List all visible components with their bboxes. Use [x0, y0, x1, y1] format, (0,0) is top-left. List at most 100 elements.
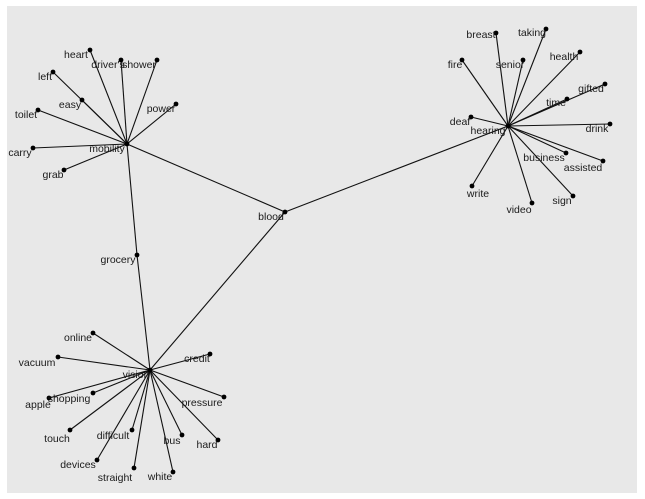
- node-drivers: [118, 57, 124, 63]
- node-label-heart: heart: [64, 49, 88, 61]
- node-label-straight: straight: [98, 472, 133, 484]
- node-health: [577, 49, 583, 55]
- node-vacuum: [55, 354, 61, 360]
- node-white: [170, 469, 176, 475]
- node-senior: [520, 57, 526, 63]
- edge-vision-white: [149, 369, 174, 473]
- node-label-taking: taking: [518, 27, 546, 39]
- node-label-vision: vision: [123, 369, 150, 381]
- node-label-hard: hard: [196, 439, 217, 451]
- node-label-white: white: [147, 471, 173, 483]
- edge-vision-straight: [133, 369, 151, 469]
- node-power: [173, 101, 179, 107]
- node-label-carry: carry: [8, 147, 32, 159]
- node-pressure: [221, 394, 227, 400]
- node-label-easy: easy: [59, 99, 82, 111]
- node-label-business: business: [523, 152, 564, 164]
- node-blood: [282, 209, 288, 215]
- node-label-online: online: [64, 332, 92, 344]
- node-label-gifted: gifted: [578, 83, 604, 95]
- node-heart: [87, 47, 93, 53]
- node-label-devices: devices: [60, 459, 96, 471]
- node-label-breast: breast: [466, 29, 495, 41]
- node-label-bus: bus: [164, 435, 181, 447]
- node-grocery: [134, 252, 140, 258]
- edge-vision-bus: [149, 369, 183, 436]
- edge-vision-vacuum: [57, 356, 151, 371]
- edge-vision-hard: [149, 369, 219, 441]
- node-video: [529, 200, 535, 206]
- node-bus: [179, 432, 185, 438]
- edge-vision-credit: [149, 353, 211, 371]
- node-deaf: [468, 114, 474, 120]
- node-label-credit: credit: [184, 353, 210, 365]
- edge-vision-difficult: [131, 369, 151, 431]
- edge-vision-devices: [96, 369, 151, 461]
- node-label-health: health: [550, 51, 579, 63]
- edge-vision-shopping: [92, 369, 151, 394]
- node-label-mobility: mobility: [89, 143, 125, 155]
- edge-hearing-sign: [507, 125, 574, 197]
- node-label-hearing: hearing: [470, 125, 505, 137]
- edge-hearing-drink: [507, 123, 611, 127]
- edge-mobility-grab: [63, 143, 128, 171]
- node-label-drivers: driver's: [91, 59, 125, 71]
- edge-hearing-write: [471, 125, 509, 187]
- edge-hearing-senior: [507, 59, 524, 127]
- node-time: [564, 96, 570, 102]
- edge-layer: [32, 28, 611, 473]
- node-label-blood: blood: [258, 211, 284, 223]
- edge-hearing-health: [507, 51, 581, 127]
- node-business: [563, 150, 569, 156]
- node-assisted: [600, 158, 606, 164]
- node-label-time: time: [546, 97, 566, 109]
- node-label-grab: grab: [42, 169, 63, 181]
- node-online: [90, 330, 96, 336]
- node-hearing: [505, 123, 511, 129]
- node-label-vacuum: vacuum: [19, 357, 56, 369]
- node-taking: [543, 26, 549, 32]
- node-credit: [207, 351, 213, 357]
- node-label-shower: shower: [122, 59, 156, 71]
- edge-hearing-assisted: [507, 125, 604, 162]
- edge-mobility-drivers: [120, 59, 128, 145]
- node-difficult: [129, 427, 135, 433]
- node-label-drink: drink: [586, 123, 610, 135]
- edge-hearing-breast: [495, 32, 509, 127]
- edge-mobility-heart: [89, 49, 128, 145]
- node-left: [50, 69, 56, 75]
- node-gifted: [602, 81, 608, 87]
- node-label-grocery: grocery: [100, 254, 136, 266]
- node-label-left: left: [38, 71, 52, 83]
- node-label-pressure: pressure: [182, 397, 223, 409]
- node-label-toilet: toilet: [15, 109, 37, 121]
- node-label-deaf: deaf: [450, 116, 471, 128]
- node-drink: [607, 121, 613, 127]
- label-layer: bloodmobilityhearingvisiongroceryheartdr…: [8, 27, 609, 484]
- edge-mobility-easy: [81, 99, 128, 145]
- edge-vision-apple: [48, 369, 151, 399]
- edge-hearing-video: [507, 125, 533, 204]
- node-layer: [30, 26, 613, 475]
- edge-hearing-blood: [284, 125, 509, 213]
- node-label-fire: fire: [448, 59, 463, 71]
- edge-mobility-toilet: [37, 109, 128, 145]
- node-carry: [30, 145, 36, 151]
- node-apple: [46, 395, 52, 401]
- plot-panel: [7, 6, 637, 493]
- edge-vision-touch: [69, 369, 151, 431]
- edge-mobility-carry: [32, 143, 128, 149]
- edge-mobility-shower: [126, 59, 158, 145]
- node-label-senior: senior: [496, 59, 525, 71]
- node-write: [469, 183, 475, 189]
- node-easy: [79, 97, 85, 103]
- node-label-write: write: [466, 188, 489, 200]
- node-shower: [154, 57, 160, 63]
- node-label-shopping: shopping: [48, 393, 91, 405]
- edge-mobility-power: [126, 103, 177, 145]
- edge-mobility-grocery: [126, 143, 138, 256]
- edge-hearing-business: [507, 125, 567, 154]
- edge-mobility-blood: [126, 143, 286, 213]
- edge-hearing-taking: [507, 28, 547, 127]
